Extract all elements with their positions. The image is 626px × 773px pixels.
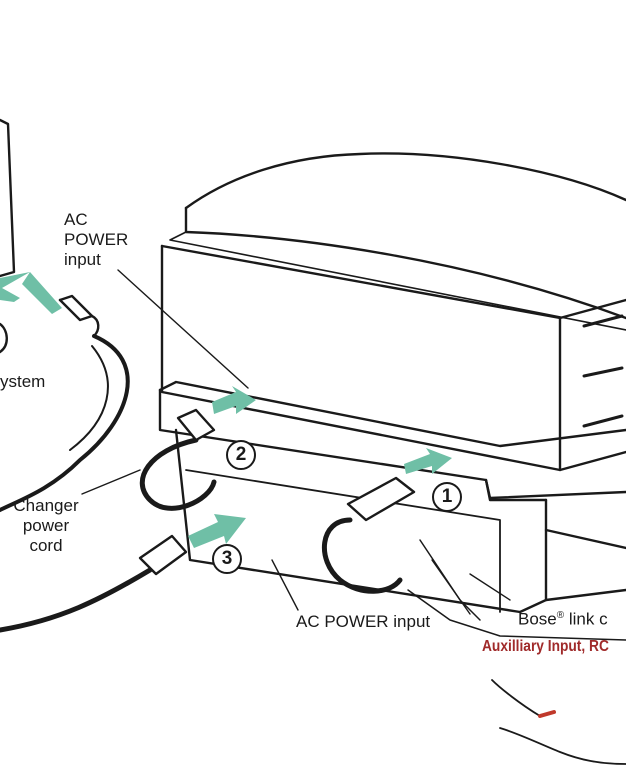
changer-power-cord-label: Changer power cord [13,496,79,555]
auxiliary-cables [491,679,626,765]
left-system-unit [0,118,16,354]
system-label-partial: ystem [0,372,46,391]
ac-power-input-label-bottom: AC POWER input [296,612,431,631]
power-plugs [58,294,416,576]
label-leader-lines [81,269,511,615]
auxiliary-input-label: Auxilliary Input, RC [482,638,609,655]
cd-changer-unit [158,380,626,614]
insertion-arrows [0,272,452,548]
cables [0,298,626,641]
step-1-marker: 1 [432,482,462,512]
bose-link-cable-label: Bose® link c [518,609,608,629]
ac-power-input-label-top: AC POWER input [64,210,129,269]
wave-music-system [160,152,626,472]
step-3-marker: 3 [212,544,242,574]
step-2-marker: 2 [226,440,256,470]
